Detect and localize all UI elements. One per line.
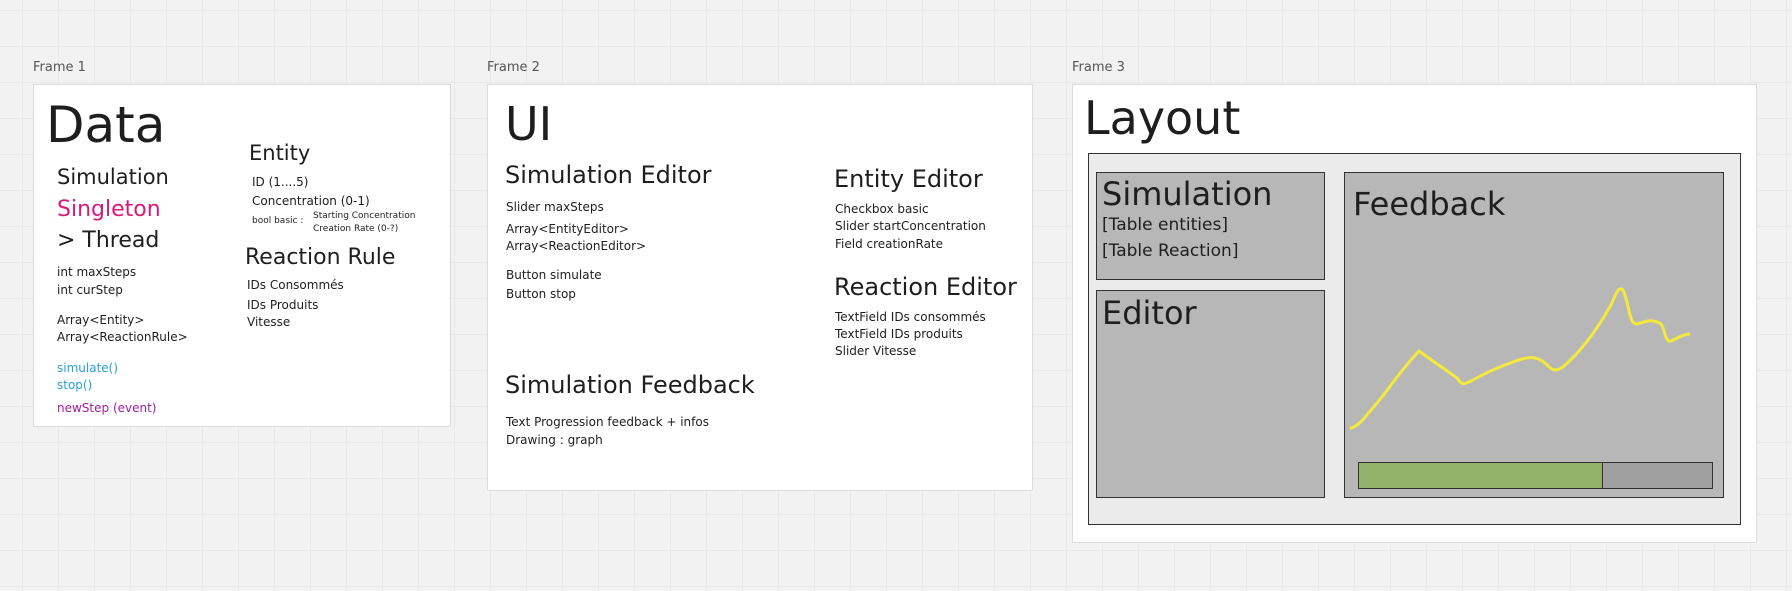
simulation-feedback-heading: Simulation Feedback	[505, 371, 755, 399]
data-title: Data	[46, 96, 166, 154]
progress-fill	[1359, 463, 1603, 488]
feedback-panel: Feedback	[1344, 172, 1724, 498]
thread-label: > Thread	[57, 228, 160, 253]
reaction-editor-item-textfield-ids-consommes: TextField IDs consommés	[835, 310, 986, 324]
entity-editor-heading: Entity Editor	[834, 165, 983, 193]
sim-editor-item-slider-max-steps: Slider maxSteps	[506, 200, 604, 214]
sim-feedback-item-text-progression: Text Progression feedback + infos	[506, 415, 709, 429]
reaction-editor-item-textfield-ids-produits: TextField IDs produits	[835, 327, 963, 341]
entity-creation-rate: Creation Rate (0-?)	[313, 224, 399, 234]
singleton-label: Singleton	[57, 197, 161, 222]
simulation-panel-title: Simulation	[1102, 175, 1273, 213]
frame-3[interactable]: Layout Simulation [Table entities] [Tabl…	[1072, 84, 1757, 543]
sim-editor-item-array-reaction-editor: Array<ReactionEditor>	[506, 239, 647, 253]
frame-1[interactable]: Data Simulation Singleton > Thread int m…	[33, 84, 451, 427]
reaction-rule-ids-produits: IDs Produits	[247, 298, 319, 312]
progress-bar	[1358, 462, 1713, 489]
editor-panel: Editor	[1096, 290, 1325, 498]
graph-line	[1349, 287, 1691, 430]
layout-window: Simulation [Table entities] [Table React…	[1088, 153, 1741, 525]
simulation-panel: Simulation [Table entities] [Table React…	[1096, 172, 1325, 280]
field-max-steps: int maxSteps	[57, 265, 137, 279]
method-stop: stop()	[57, 378, 93, 392]
event-new-step: newStep (event)	[57, 401, 157, 415]
frame-2-label[interactable]: Frame 2	[487, 60, 540, 75]
array-entity: Array<Entity>	[57, 313, 145, 327]
simulation-editor-heading: Simulation Editor	[505, 161, 712, 189]
entity-starting-concentration: Starting Concentration	[313, 211, 416, 221]
reaction-rule-ids-consommes: IDs Consommés	[247, 278, 344, 292]
table-entities: [Table entities]	[1102, 215, 1228, 235]
feedback-panel-title: Feedback	[1353, 185, 1506, 223]
entity-editor-item-slider-start-concentration: Slider startConcentration	[835, 219, 986, 233]
entity-editor-item-checkbox-basic: Checkbox basic	[835, 202, 929, 216]
reaction-rule-vitesse: Vitesse	[247, 315, 291, 329]
editor-panel-title: Editor	[1102, 294, 1197, 332]
entity-heading: Entity	[249, 141, 311, 165]
entity-bool-basic: bool basic :	[252, 216, 304, 226]
entity-editor-item-field-creation-rate: Field creationRate	[835, 237, 944, 251]
reaction-editor-heading: Reaction Editor	[834, 273, 1017, 301]
sim-feedback-item-drawing-graph: Drawing : graph	[506, 433, 603, 447]
reaction-editor-item-slider-vitesse: Slider Vitesse	[835, 344, 917, 358]
sim-editor-item-button-simulate: Button simulate	[506, 268, 602, 282]
method-simulate: simulate()	[57, 361, 119, 375]
frame-3-label[interactable]: Frame 3	[1072, 60, 1125, 75]
ui-title: UI	[505, 97, 553, 151]
field-cur-step: int curStep	[57, 283, 123, 297]
feedback-graph	[1349, 287, 1691, 430]
reaction-rule-heading: Reaction Rule	[245, 245, 396, 270]
entity-id: ID (1....5)	[252, 175, 309, 189]
simulation-heading: Simulation	[57, 165, 169, 189]
frame-2[interactable]: UI Simulation Editor Slider maxSteps Arr…	[487, 84, 1033, 491]
sim-editor-item-array-entity-editor: Array<EntityEditor>	[506, 222, 629, 236]
frame-1-label[interactable]: Frame 1	[33, 60, 86, 75]
entity-concentration: Concentration (0-1)	[252, 194, 370, 208]
table-reaction: [Table Reaction]	[1102, 241, 1239, 261]
layout-title: Layout	[1084, 91, 1241, 145]
sim-editor-item-button-stop: Button stop	[506, 287, 576, 301]
array-reaction-rule: Array<ReactionRule>	[57, 330, 188, 344]
